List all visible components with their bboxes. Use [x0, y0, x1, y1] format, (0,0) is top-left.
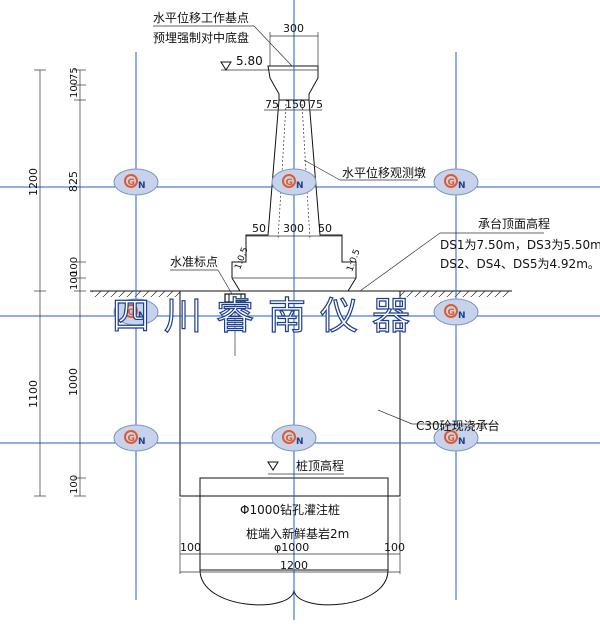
dim-left-100a: 100	[69, 79, 80, 98]
dim-left-outer: 1200 1100	[27, 69, 46, 497]
dim-outer-1100: 1100	[27, 380, 40, 408]
dim-left-100c: 100	[69, 271, 80, 290]
note-forced-centering: 预埋强制对中底盘	[153, 30, 249, 45]
dim-left-100d: 100	[69, 475, 80, 494]
dim-slope-left: 1:0.5	[233, 246, 250, 271]
cap-elevation-note: 承台顶面高程 DS1为7.50m，DS3为5.50m， DS2、DS4、DS5为…	[359, 216, 600, 292]
benchmark-label-group: 水准标点	[170, 255, 233, 295]
pile-desc-2: 桩端入新鲜基岩2m	[246, 526, 349, 541]
dim-neck: 75 150 75	[264, 98, 323, 111]
dim-left-825: 825	[67, 171, 80, 192]
dim-outer-1200: 1200	[27, 168, 40, 196]
pier-label-group: 水平位移观测墩	[303, 159, 426, 181]
cap-elev-line1: DS1为7.50m，DS3为5.50m，	[440, 238, 600, 252]
concrete-label-group: C30砼现浇承台	[377, 409, 500, 433]
benchmark-marker	[224, 293, 246, 356]
pile-desc-1: Φ1000钻孔灌注桩	[240, 502, 340, 517]
pier-label: 水平位移观测墩	[342, 165, 426, 180]
dim-bottom: 100 φ1000 100 1200	[179, 498, 405, 574]
dim-left-100b: 100	[69, 257, 80, 276]
cap-elev-line2: DS2、DS4、DS5为4.92m。	[440, 257, 600, 271]
dim-top: 300	[269, 22, 319, 66]
dim-base-left: 50	[252, 222, 266, 235]
top-notes: 水平位移工作基点 预埋强制对中底盘	[153, 10, 293, 67]
dim-base-mid: 300	[283, 222, 304, 235]
watermark-text: 四川睿南仪器	[112, 294, 424, 338]
dim-neck-mid: 150	[285, 98, 306, 111]
pile-top-group: 桩顶高程	[267, 458, 344, 475]
elevation-marker: 5.80	[220, 54, 268, 71]
dim-bot-100-left: 100	[180, 541, 201, 554]
dim-bot-phi: φ1000	[274, 541, 309, 554]
elevation-value: 5.80	[236, 54, 263, 68]
dim-left-1000: 1000	[67, 368, 80, 396]
dim-neck-left: 75	[265, 98, 279, 111]
dim-left-75: 75	[69, 67, 80, 80]
dim-bot-100-right: 100	[384, 541, 405, 554]
pile-top-label: 桩顶高程	[296, 458, 344, 473]
dim-base-right: 50	[318, 222, 332, 235]
dim-top-width: 300	[283, 22, 304, 35]
note-work-base-point: 水平位移工作基点	[153, 10, 249, 25]
dim-slope-right: 1:0.5	[345, 248, 362, 273]
dim-left-inner: 75 100 825 100 100 1000 100	[67, 67, 86, 497]
dim-neck-right: 75	[309, 98, 323, 111]
cap-elev-title: 承台顶面高程	[478, 216, 550, 231]
dim-base: 50 300 50 1:0.5 1:0.5	[233, 222, 362, 273]
cap-concrete-label: C30砼现浇承台	[416, 418, 500, 433]
benchmark-label: 水准标点	[170, 255, 218, 269]
dim-bot-1200: 1200	[280, 559, 308, 572]
